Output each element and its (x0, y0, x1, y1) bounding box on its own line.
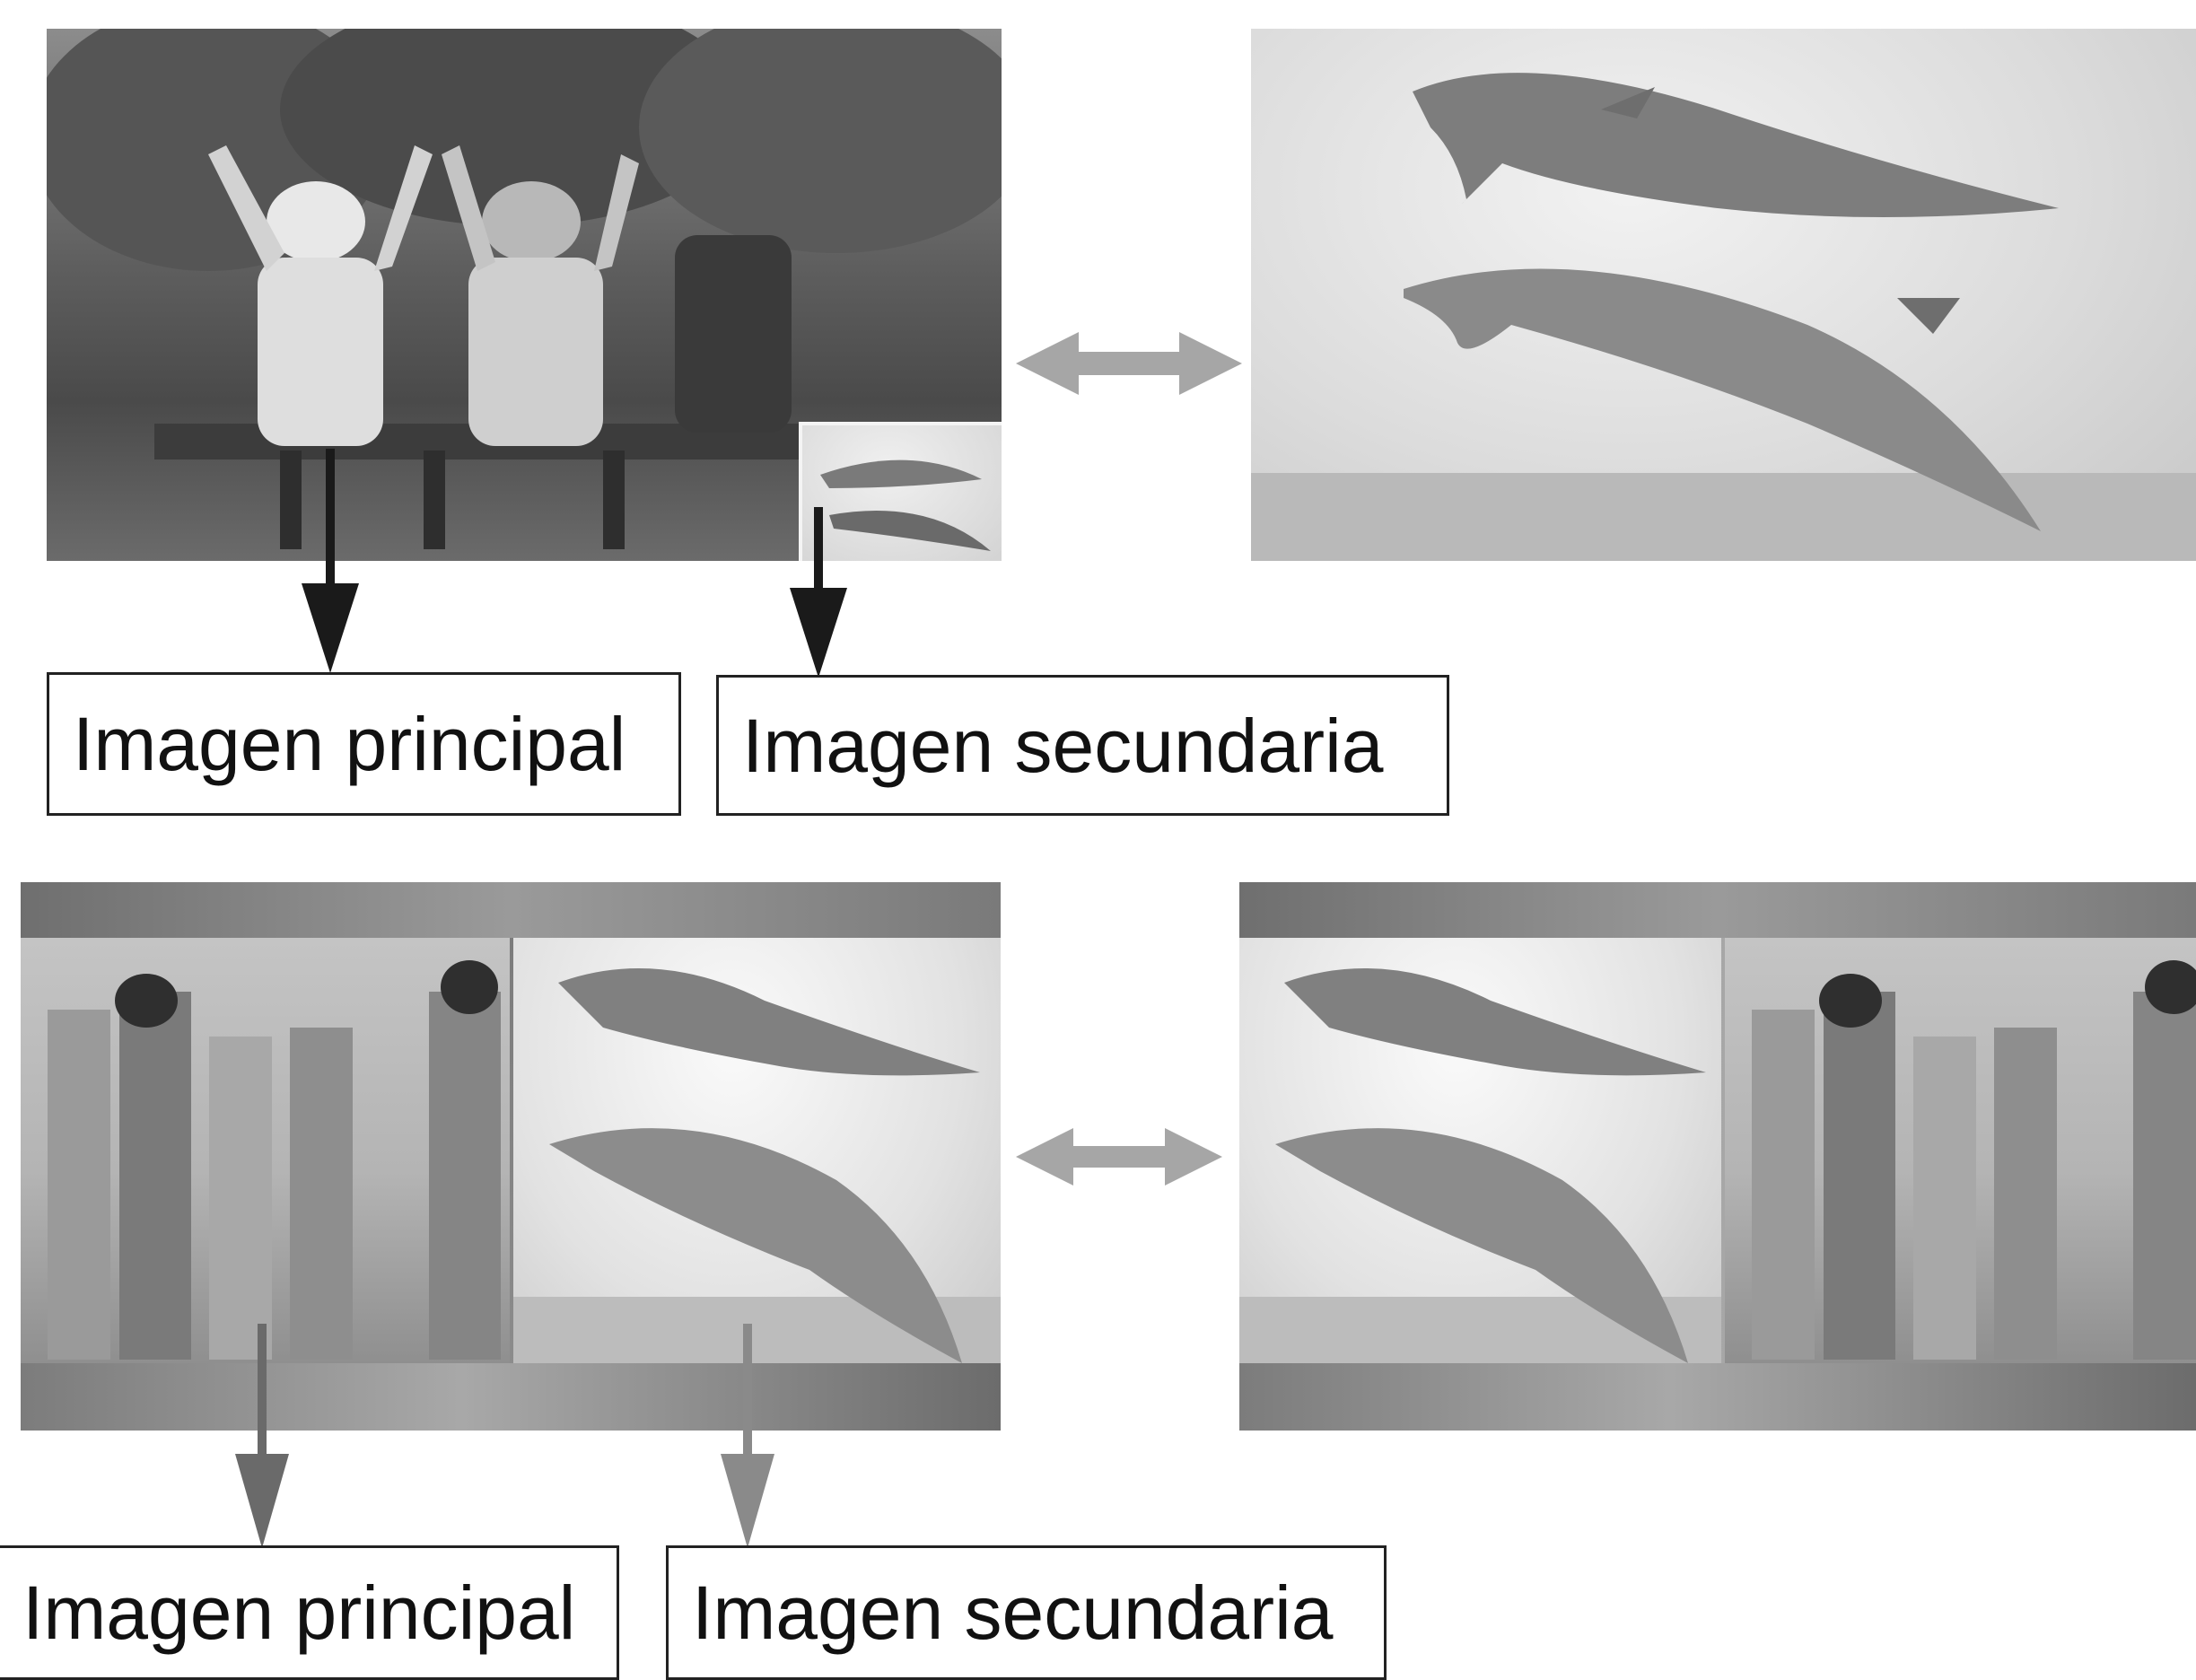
letterbox-bar-top-right (1239, 882, 2196, 938)
down-arrow-icon-main-bottom (235, 1324, 289, 1548)
main-picture-screen-people (47, 29, 1002, 561)
label-secondary-picture-top: Imagen secundaria (716, 675, 1449, 816)
pip-dolphin-shapes (820, 459, 991, 551)
split-half-dolphins-right (1239, 938, 1721, 1363)
people-scene (47, 29, 1002, 549)
letterbox-bar-bottom (21, 1363, 1001, 1431)
label-secondary-picture-bottom: Imagen secundaria (666, 1545, 1387, 1680)
split-screen-main-right (1239, 882, 2196, 1431)
label-main-picture-top: Imagen principal (47, 672, 681, 816)
split-half-dolphins (513, 938, 1001, 1363)
people-group-shapes (48, 960, 501, 1360)
dolphin-shapes-right (1239, 968, 1721, 1363)
split-screen-main-left (21, 882, 1001, 1431)
letterbox-bar-bottom-right (1239, 1363, 2196, 1431)
pip-inset-dolphins (799, 422, 1002, 561)
swap-double-arrow-icon (1016, 332, 1242, 395)
down-arrow-icon-main-top (302, 449, 359, 673)
dolphin-shapes (513, 968, 1001, 1363)
letterbox-bar-top (21, 882, 1001, 938)
split-half-people-right (1725, 938, 2196, 1363)
dolphin-scene (1251, 73, 2196, 561)
label-main-picture-bottom: Imagen principal (0, 1545, 619, 1680)
main-picture-screen-dolphins (1251, 29, 2196, 561)
swap-double-arrow-icon-bottom (1016, 1128, 1222, 1186)
down-arrow-icon-secondary-bottom (721, 1324, 774, 1548)
people-group-shapes-right (1752, 960, 2196, 1360)
split-half-people (21, 938, 510, 1363)
down-arrow-icon-secondary-top (790, 507, 847, 678)
